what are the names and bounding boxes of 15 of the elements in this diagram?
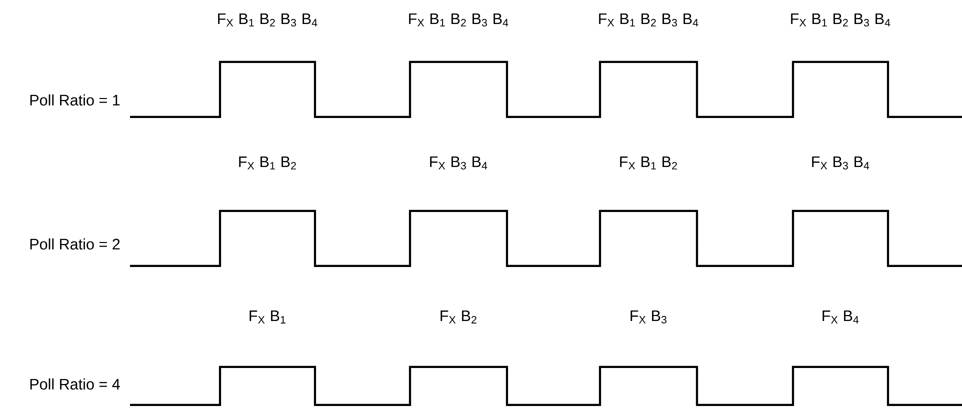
pulse-label: F$_{X}$ B$_{1}$ B$_{2}$ B$_{3}$ B$_{4}$	[218, 14, 318, 26]
pulse-label: F$_{X}$ B$_{3}$	[630, 310, 666, 324]
pulse-label: F$_{X}$ B$_{3}$ B$_{4}$	[812, 156, 870, 170]
row-label: Poll Ratio = 1	[30, 94, 120, 106]
pulse-label: F$_{X}$ B$_{1}$ B$_{2}$ B$_{3}$ B$_{4}$	[409, 14, 508, 26]
pulse-label: F$_{X}$ B$_{1}$ B$_{2}$	[620, 156, 677, 170]
row-label: Poll Ratio = 4	[30, 378, 120, 390]
pulse-label: F$_{X}$ B$_{1}$	[250, 310, 286, 324]
pulse-label: F$_{X}$ B$_{4}$	[822, 310, 859, 324]
row-label: Poll Ratio = 2	[30, 238, 120, 250]
pulse-label: F$_{X}$ B$_{3}$ B$_{4}$	[430, 156, 488, 170]
pulse-label: F$_{X}$ B$_{1}$ B$_{2}$	[239, 156, 296, 170]
pulse-label: F$_{X}$ B$_{1}$ B$_{2}$ B$_{3}$ B$_{4}$	[791, 14, 890, 26]
pulse-label: F$_{X}$ B$_{1}$ B$_{2}$ B$_{3}$ B$_{4}$	[599, 14, 698, 26]
pulse-label: F$_{X}$ B$_{2}$	[440, 310, 476, 324]
